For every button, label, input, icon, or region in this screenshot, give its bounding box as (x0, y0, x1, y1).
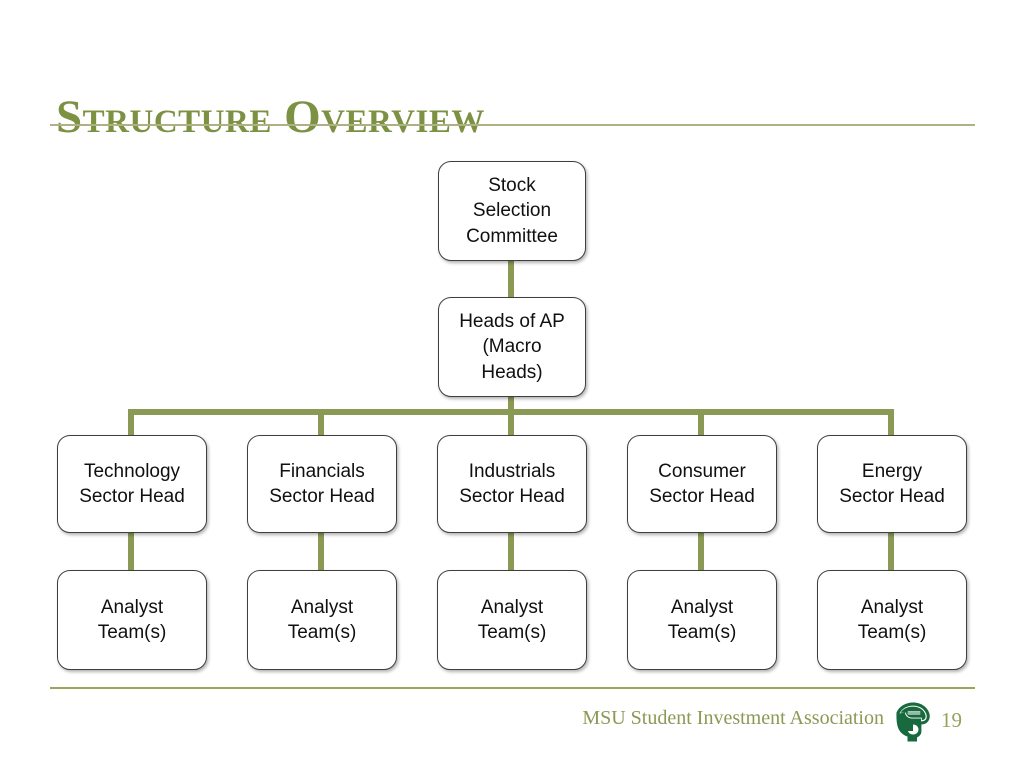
org-node-label: Financials Sector Head (269, 460, 375, 507)
connector-technology-to-analyst (128, 529, 134, 573)
connector-energy-to-analyst (888, 529, 894, 573)
org-node-label: Industrials Sector Head (459, 460, 565, 507)
org-node-analyst-team-consumer[interactable]: Analyst Team(s) (627, 570, 777, 670)
org-node-analyst-team-energy[interactable]: Analyst Team(s) (817, 570, 967, 670)
msu-spartan-helmet-logo (887, 700, 935, 744)
org-node-label: Analyst Team(s) (857, 596, 927, 643)
page-number: 19 (941, 708, 962, 732)
connector-bus-to-technology (128, 409, 134, 439)
org-node-label: Analyst Team(s) (667, 596, 737, 643)
title-divider-rule (50, 124, 975, 126)
org-node-technology-sector-head[interactable]: Technology Sector Head (57, 435, 207, 533)
org-node-label: Analyst Team(s) (287, 596, 357, 643)
connector-bus-to-consumer (698, 409, 704, 439)
org-node-industrials-sector-head[interactable]: Industrials Sector Head (437, 435, 587, 533)
org-node-label: Heads of AP (Macro Heads) (459, 311, 565, 383)
org-node-analyst-team-financials[interactable]: Analyst Team(s) (247, 570, 397, 670)
org-node-label: Stock Selection Committee (466, 175, 558, 247)
org-node-energy-sector-head[interactable]: Energy Sector Head (817, 435, 967, 533)
footer-organization-name: MSU Student Investment Association (582, 707, 884, 729)
connector-committee-to-heads (508, 258, 514, 300)
org-node-label: Technology Sector Head (79, 460, 185, 507)
connector-industrials-to-analyst (508, 529, 514, 573)
connector-financials-to-analyst (318, 529, 324, 573)
org-node-stock-selection-committee[interactable]: Stock Selection Committee (438, 161, 586, 261)
connector-bus-to-financials (318, 409, 324, 439)
org-node-heads-of-ap[interactable]: Heads of AP (Macro Heads) (438, 297, 586, 397)
org-node-label: Analyst Team(s) (477, 596, 547, 643)
connector-bus-to-industrials (508, 409, 514, 439)
connector-consumer-to-analyst (698, 529, 704, 573)
org-node-financials-sector-head[interactable]: Financials Sector Head (247, 435, 397, 533)
org-node-consumer-sector-head[interactable]: Consumer Sector Head (627, 435, 777, 533)
page-title: Structure Overview (56, 91, 485, 144)
org-node-analyst-team-technology[interactable]: Analyst Team(s) (57, 570, 207, 670)
org-node-analyst-team-industrials[interactable]: Analyst Team(s) (437, 570, 587, 670)
org-node-label: Energy Sector Head (839, 460, 945, 507)
connector-bus-to-energy (888, 409, 894, 439)
footer-divider-rule (50, 687, 975, 689)
connector-heads-trunk (508, 394, 514, 414)
org-node-label: Analyst Team(s) (97, 596, 167, 643)
org-node-label: Consumer Sector Head (649, 460, 755, 507)
